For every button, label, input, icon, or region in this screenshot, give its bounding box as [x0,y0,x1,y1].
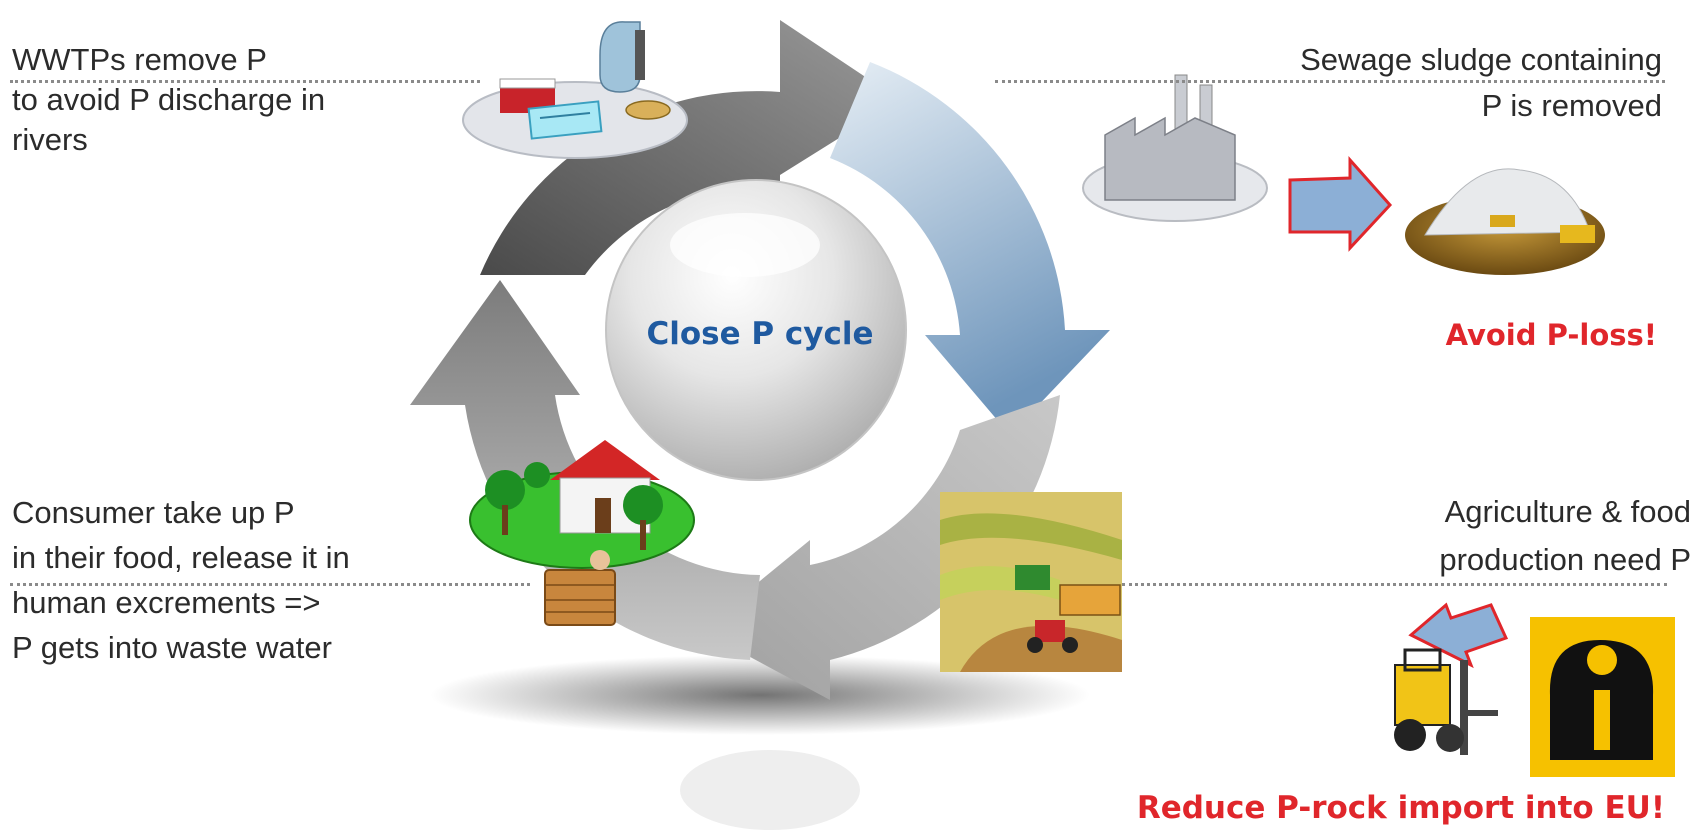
sludge-line-2: P is removed [1481,88,1662,123]
cycle-arrow-right [830,62,1110,435]
sludge-pile-icon [1405,168,1605,275]
divider-agriculture [1122,583,1667,586]
arrow-import-icon [1408,602,1509,669]
consumer-line-4: P gets into waste water [12,630,332,665]
sludge-line-1: Sewage sludge containing [1300,42,1662,77]
agriculture-line-1: Agriculture & food [1444,494,1691,529]
center-label: Close P cycle [646,316,874,352]
forklift-icon [1394,648,1498,755]
wwtp-line-1: WWTPs remove P [12,42,267,77]
agriculture-line-2: production need P [1439,542,1691,577]
divider-sludge [995,80,1665,83]
farm-field-icon [940,492,1122,672]
sludge-stage-text: Sewage sludge containing P is removed [1300,40,1662,126]
cycle-shadow [430,655,1090,735]
reduce-import-callout: Reduce P-rock import into EU! [1136,790,1665,826]
consumer-stage-text: Consumer take up P in their food, releas… [12,490,350,670]
consumer-line-1: Consumer take up P [12,495,295,530]
consumer-line-3: human excrements => [12,585,321,620]
sphere-highlight [670,213,820,277]
wwtp-line-2: to avoid P discharge in [12,82,326,117]
house-icon [469,440,695,626]
divider-consumer [10,583,530,586]
cycle-arrow-top-left [480,20,900,275]
divider-wwtp [10,80,480,83]
arrow-to-sludge-icon [1288,156,1393,252]
cycle-arrow-left [410,280,760,660]
consumer-line-2: in their food, release it in [12,540,350,575]
wwtp-line-3: rivers [12,122,88,157]
miner-drill-icon [1530,617,1675,777]
factory-icon [1082,74,1268,222]
avoid-loss-callout: Avoid P-loss! [1445,318,1657,352]
wwtp-plant-icon [462,21,688,159]
agriculture-stage-text: Agriculture & food production need P [1439,488,1691,584]
wwtp-stage-text: WWTPs remove P to avoid P discharge in r… [12,40,325,160]
cycle-arrow-bottom [700,395,1060,700]
cycle-reflection [680,750,860,830]
